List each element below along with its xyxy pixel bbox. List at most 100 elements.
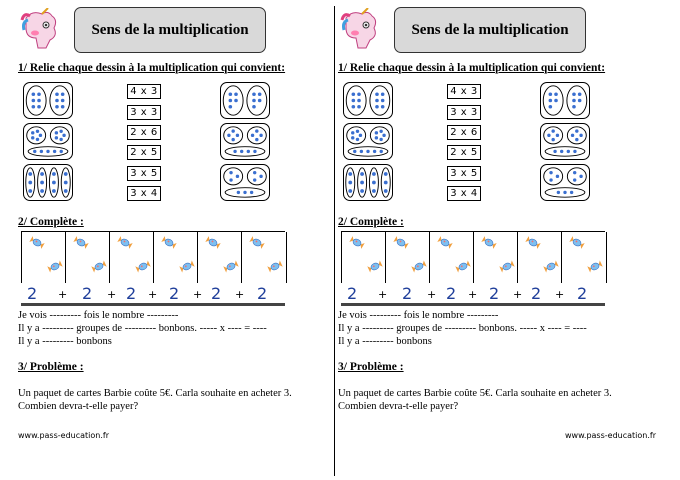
number: 2 [169, 284, 180, 303]
page-title: Sens de la multiplication [394, 7, 586, 53]
candy-strip [21, 231, 287, 283]
dot [252, 170, 257, 175]
dot [555, 133, 560, 138]
number: 2 [531, 284, 542, 303]
footer-right[interactable]: www.pass-education.fr [565, 431, 656, 440]
dot [257, 92, 262, 97]
dots-3-groups-of-4 [223, 126, 267, 157]
complete-line-3: Il y a --------- bonbons [338, 336, 432, 347]
dot [234, 98, 238, 103]
candy-icon [455, 260, 471, 273]
candy-icon [411, 260, 427, 273]
dot [228, 92, 233, 97]
dot [243, 190, 247, 195]
dot [353, 149, 357, 154]
problem-line-1: Un paquet de cartes Barbie coûte 5€. Car… [18, 388, 292, 399]
dot [55, 104, 59, 109]
dots-2-groups-of-6 [25, 85, 71, 116]
picture-card-b [343, 123, 393, 160]
multiplication-cell: 4 x 3 [447, 84, 481, 99]
unicorn-mascot-icon [20, 8, 57, 49]
dot [556, 190, 561, 195]
dot [554, 92, 558, 97]
dot [37, 104, 41, 109]
multiplication-cell: 3 x 4 [127, 186, 161, 201]
picture-card-e [220, 123, 270, 160]
dot [555, 174, 560, 179]
dot [60, 104, 65, 109]
dot [31, 131, 35, 135]
plus-sign: + [468, 288, 478, 301]
dot [54, 131, 59, 135]
dot [249, 190, 254, 195]
dot [382, 133, 386, 138]
dot [380, 98, 385, 103]
dot [31, 92, 36, 97]
multiplication-cell: 3 x 3 [447, 105, 481, 120]
candy-icon [91, 260, 107, 273]
dot [374, 131, 379, 135]
candy-icon [367, 260, 383, 273]
dot [374, 136, 379, 140]
number-line-bar [21, 303, 285, 306]
dot [383, 189, 388, 193]
dot [259, 174, 263, 179]
dot [28, 172, 33, 176]
dot [572, 104, 576, 109]
dot [40, 189, 44, 193]
dot [35, 129, 40, 134]
multiplication-cell: 2 x 5 [447, 145, 481, 160]
picture-card-d [540, 82, 590, 119]
dot [55, 92, 59, 97]
dot [566, 149, 571, 154]
section2-title: 2/ Complète : [18, 216, 84, 228]
picture-card-c [23, 164, 73, 201]
dot [348, 172, 353, 176]
dot [233, 149, 237, 154]
dot [348, 180, 353, 185]
dots-2-groups-of-6 [345, 85, 391, 116]
picture-card-d [220, 82, 270, 119]
candy-icon [267, 260, 283, 273]
candy-icon [223, 260, 239, 273]
dot [228, 98, 233, 103]
multiplication-cell: 2 x 5 [127, 145, 161, 160]
dot [40, 180, 44, 185]
picture-card-a [343, 82, 393, 119]
candy-column [197, 232, 242, 283]
page-divider [334, 6, 335, 476]
multiplication-cell: 4 x 3 [127, 84, 161, 99]
candy-strip [341, 231, 607, 283]
number: 2 [489, 284, 500, 303]
plus-sign: + [107, 288, 117, 301]
number: 2 [446, 284, 457, 303]
dot [228, 104, 233, 109]
dot [360, 172, 364, 176]
candy-icon [481, 235, 497, 250]
section3-title: 3/ Problème : [18, 361, 84, 373]
dot [551, 129, 555, 133]
dot [39, 149, 44, 154]
candy-column [241, 232, 287, 283]
candy-icon [525, 235, 541, 250]
dot [549, 178, 553, 182]
number-line: 2 + 2 + 2 + 2 + 2 + 2 [341, 284, 605, 303]
dot [235, 133, 240, 138]
dot [577, 92, 582, 97]
dot [554, 98, 558, 103]
dot [231, 129, 235, 133]
dot [38, 133, 43, 138]
dot [379, 149, 383, 154]
multiplication-cell: 3 x 3 [127, 105, 161, 120]
dot [252, 98, 256, 103]
dot [31, 98, 36, 103]
dot [572, 92, 576, 97]
worksheet-left: Sens de la multiplication 1/ Relie chaqu… [18, 0, 338, 480]
candy-icon [73, 235, 89, 250]
dot [236, 190, 241, 195]
footer-left[interactable]: www.pass-education.fr [18, 431, 109, 440]
picture-card-b [23, 123, 73, 160]
candy-icon [135, 260, 151, 273]
candy-column [473, 232, 518, 283]
dots-4-groups-of-3 [345, 167, 391, 198]
